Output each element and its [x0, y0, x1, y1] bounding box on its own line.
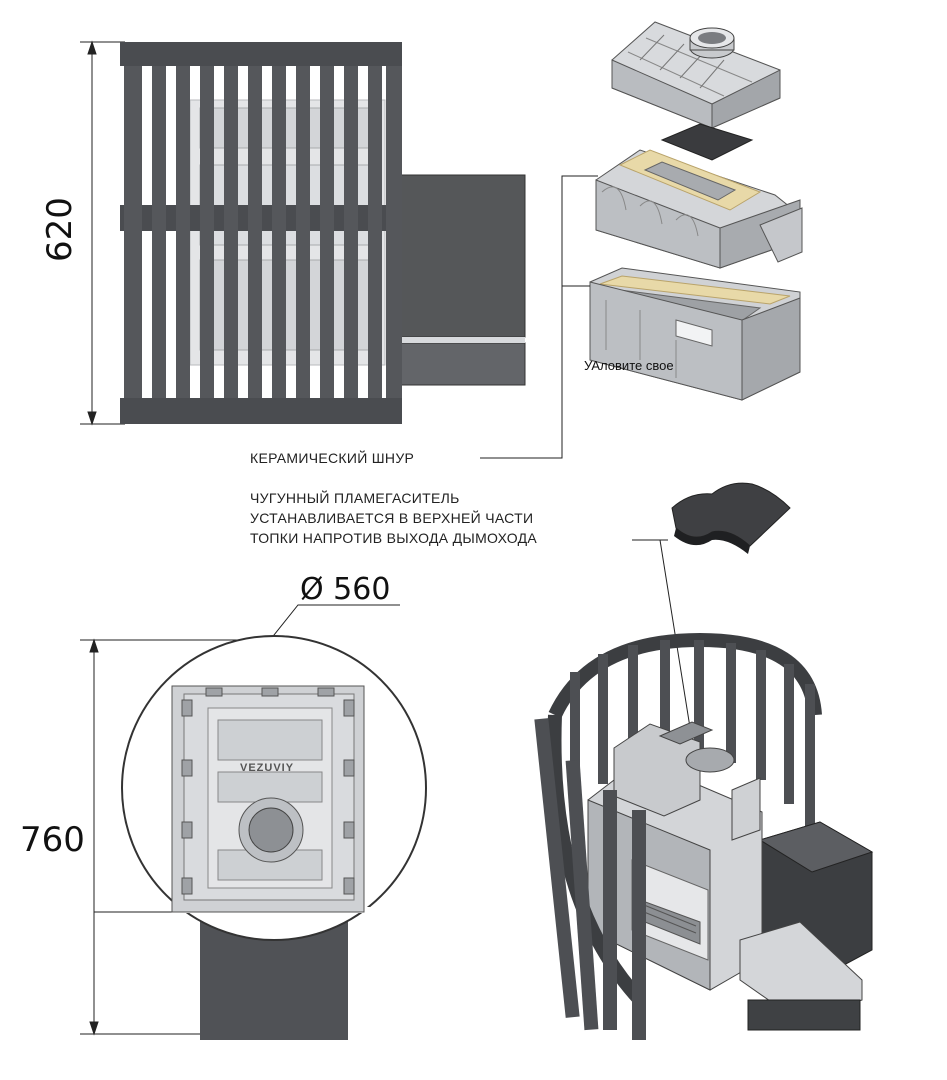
- brand-emblem: VEZUVIY: [240, 762, 295, 774]
- overlay-caption: УАловите свое: [584, 358, 674, 373]
- cage-bars: [124, 66, 402, 398]
- cage-back-bars: [570, 640, 815, 834]
- firebox-cutaway: [587, 721, 763, 991]
- top-lid-part: [611, 21, 781, 129]
- dimension-line-620: [80, 40, 125, 426]
- gasket-plate: [660, 123, 754, 161]
- flue-pipe-side: [389, 174, 526, 338]
- flame-arrester-label-line1: ЧУГУННЫЙ ПЛАМЕГАСИТЕЛЬ: [250, 490, 460, 506]
- plan-view: [80, 604, 427, 1040]
- flame-arrester-label-line2: УСТАНАВЛИВАЕТСЯ В ВЕРХНЕЙ ЧАСТИ: [250, 510, 534, 526]
- lower-body-part: [589, 267, 801, 401]
- cage-front-bars: [534, 718, 646, 1040]
- ceramic-cord-label: КЕРАМИЧЕСКИЙ ШНУР: [250, 450, 415, 466]
- firebox-tunnel-side: [389, 342, 526, 386]
- firebox-top-plan: [171, 685, 365, 913]
- dimension-620-label: 620: [40, 197, 80, 262]
- flame-arrester-label-line3: ТОПКИ НАПРОТИВ ВЫХОДА ДЫМОХОДА: [250, 530, 538, 546]
- upper-body-part: [595, 149, 803, 269]
- top-band: [120, 42, 402, 66]
- front-elevation-view: [80, 40, 526, 426]
- dimension-diameter-label: Ø 560: [300, 572, 391, 607]
- bottom-band: [120, 398, 402, 424]
- dimension-760-label: 760: [20, 820, 85, 860]
- assembly-isometric-view: [534, 632, 874, 1040]
- tunnel-gap: [390, 337, 525, 343]
- exploded-firebox-view: [480, 21, 803, 459]
- tunnel-iso: [739, 921, 863, 1023]
- diameter-leader: [269, 604, 400, 641]
- ceramic-cord-leader-lines: [480, 175, 598, 459]
